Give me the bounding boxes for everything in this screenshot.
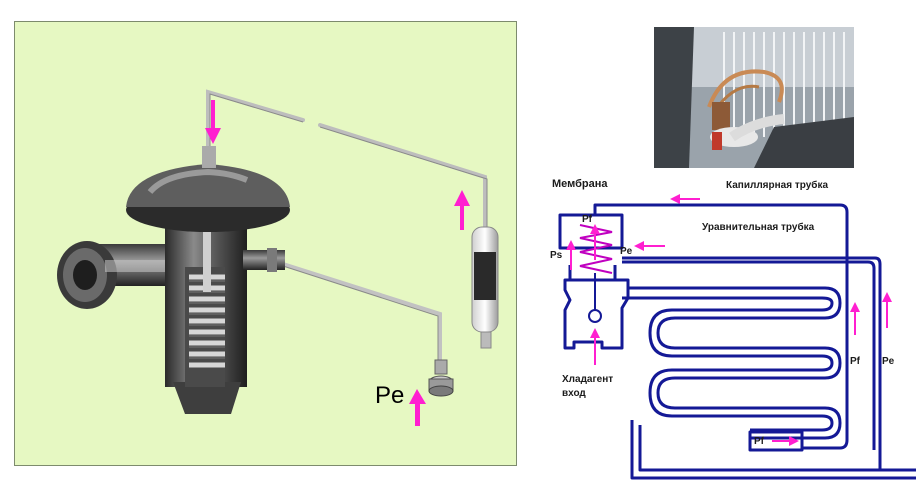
- pressure-arrow-up: [409, 389, 426, 426]
- flow-arrow-up-bulb: [454, 190, 470, 230]
- outlet-pipe: [243, 248, 285, 272]
- label-refrigerant: Хладагент: [562, 374, 614, 385]
- label-pf-right: Pf: [850, 356, 860, 367]
- circuit-diagram: [558, 194, 916, 480]
- diaphragm-housing: [126, 146, 290, 232]
- valve-photo: [654, 27, 854, 168]
- label-pe-right: Pe: [882, 356, 895, 367]
- label-equalizer-tube: Уравнительная трубка: [702, 222, 815, 233]
- valve-lower-body: [563, 278, 630, 350]
- label-ps: Ps: [550, 250, 563, 261]
- valve-cutaway-drawing: [57, 89, 499, 426]
- equalizer-tube-line: [622, 256, 882, 470]
- valve-ball: [588, 309, 602, 323]
- valve-schematic: Мембрана Капиллярная трубка Уравнительна…: [540, 170, 916, 493]
- label-membrane: Мембрана: [552, 178, 608, 190]
- capillary-tube-line: [593, 203, 849, 450]
- label-pf-top: Pf: [582, 214, 592, 225]
- label-inlet: вход: [562, 388, 586, 399]
- membrane-head: [558, 213, 624, 250]
- pe-pressure-label: Pe: [375, 382, 405, 409]
- evaporator-coil: [628, 286, 842, 440]
- bulb-rect: [748, 430, 804, 452]
- flow-arrow-down: [205, 100, 221, 144]
- sensing-bulb: [471, 226, 499, 349]
- installed-valve-photo: [654, 27, 854, 168]
- valve-stem: [203, 202, 211, 292]
- label-pe-inner: Pe: [620, 246, 633, 257]
- equalizer-fitting: [428, 359, 454, 397]
- valve-illustration-panel: Pe: [14, 21, 517, 466]
- equalizer-tube: [281, 262, 442, 364]
- label-pf-bulb: Pf: [754, 436, 764, 447]
- label-capillary-tube: Капиллярная трубка: [726, 180, 829, 191]
